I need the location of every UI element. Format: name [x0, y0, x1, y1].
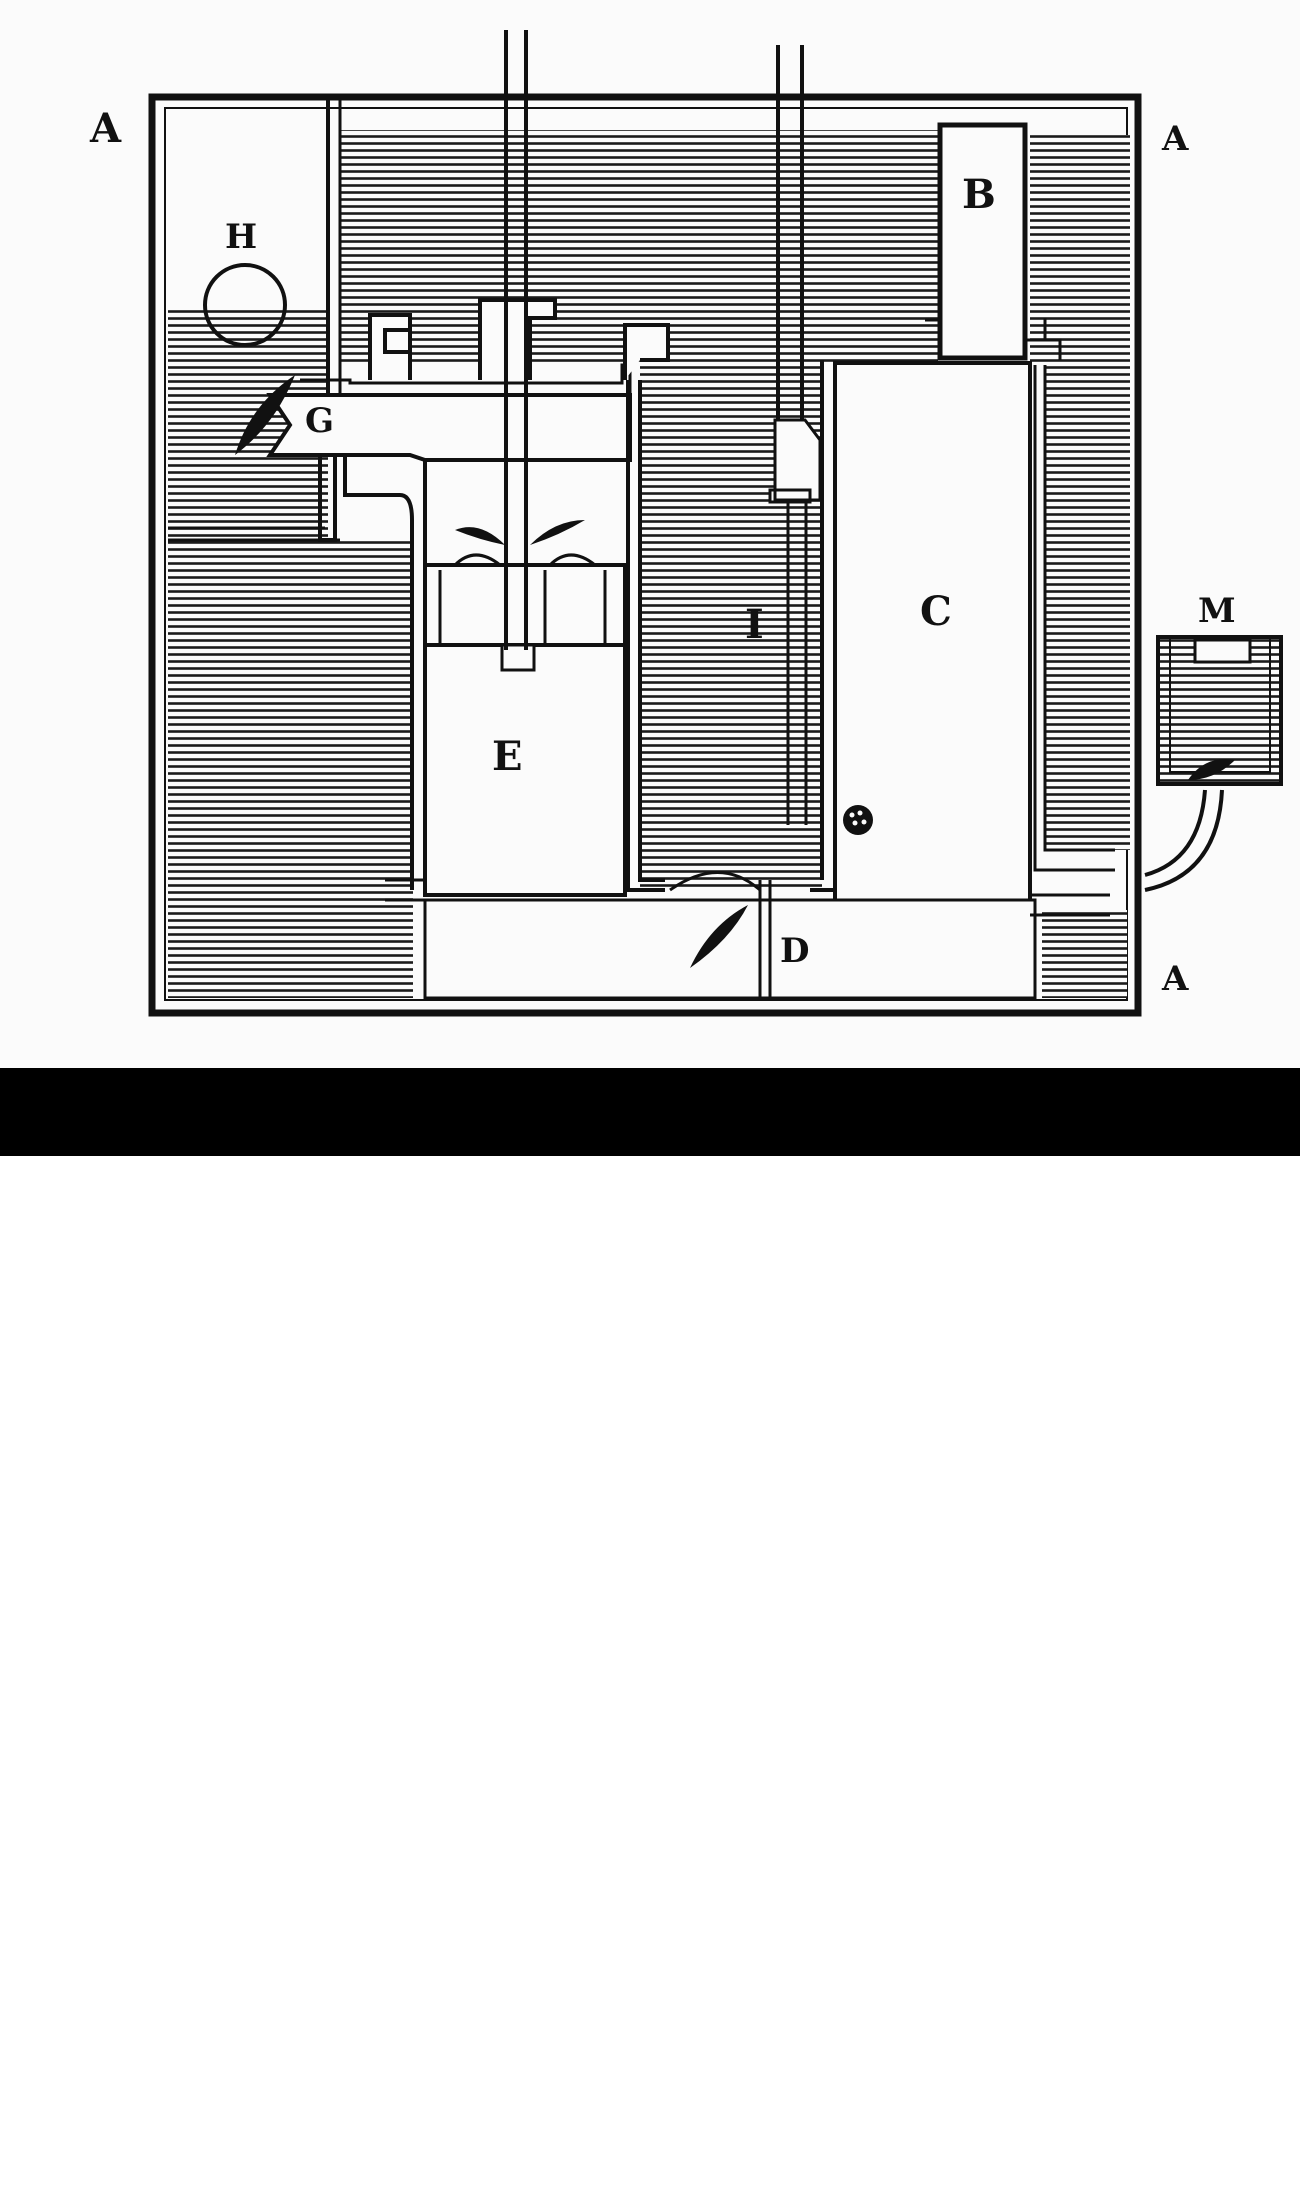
label-G: G: [305, 401, 334, 441]
C-grate: [843, 805, 873, 835]
D-valve-dome: [669, 871, 772, 998]
water-mid-top: [640, 363, 775, 483]
E-valve-flap-right: [530, 520, 585, 545]
label-A-top-left: A: [89, 105, 122, 152]
chamber-E: [423, 643, 627, 897]
passage-D: [423, 898, 1037, 1000]
label-B: B: [962, 171, 996, 218]
valve-left-box: [383, 328, 412, 354]
B-outlet: [925, 318, 1062, 360]
water-top-right: [1030, 135, 1130, 365]
image-id-text: MR3XKK: [1170, 2148, 1250, 2170]
C-grate-holes: [849, 810, 867, 826]
vessel-M-valve: [1188, 759, 1235, 780]
label-M: M: [1198, 591, 1236, 631]
stock-url-text: www.alamy.com: [1096, 2174, 1250, 2196]
vessel-M-inner: [1169, 636, 1271, 773]
label-E: E: [492, 733, 523, 780]
right-rod-lower: [786, 502, 808, 825]
M-outlet-pipe: [1144, 789, 1224, 892]
valve-right: [623, 323, 670, 380]
label-I: I: [745, 601, 764, 648]
watermark-logo: alamy: [22, 2147, 194, 2207]
label-H: H: [225, 217, 257, 257]
water-left-column: [168, 540, 413, 998]
stock-watermark-bar: alamy MR3XKK www.alamy.com: [0, 1068, 1300, 2207]
right-rod-knuckle: [768, 418, 822, 504]
label-A-bottom-right: A: [1161, 959, 1189, 999]
G-top-valves: [368, 298, 670, 380]
right-rod: [776, 45, 804, 420]
E-valve-flap-left: [455, 527, 505, 545]
chamber-B: [937, 122, 1028, 361]
C-right-wall: [1033, 365, 1115, 872]
chamber-H-air: [168, 110, 328, 308]
valve-mid: [478, 298, 557, 380]
G-valve-flap: [235, 375, 295, 455]
water-right-column: [1045, 360, 1130, 850]
D-valve-flap: [690, 905, 748, 968]
chamber-I-walls: [626, 360, 840, 892]
center-rod: [504, 30, 528, 650]
diagram-frame: A A A B C D E G H I M: [0, 0, 1300, 1068]
label-C: C: [920, 588, 952, 635]
D-bottom-walls: [385, 878, 1110, 917]
G-left-pipe: [168, 526, 340, 542]
apparatus-diagram: A A A B C D E G H I M: [89, 30, 1283, 1017]
float-ball: [203, 263, 287, 347]
vessel-M-lid: [1193, 638, 1252, 664]
label-D: D: [780, 931, 809, 971]
E-valve-dividers: [438, 553, 607, 645]
water-right-bottom: [1042, 910, 1127, 998]
label-A-top-right: A: [1161, 119, 1189, 159]
